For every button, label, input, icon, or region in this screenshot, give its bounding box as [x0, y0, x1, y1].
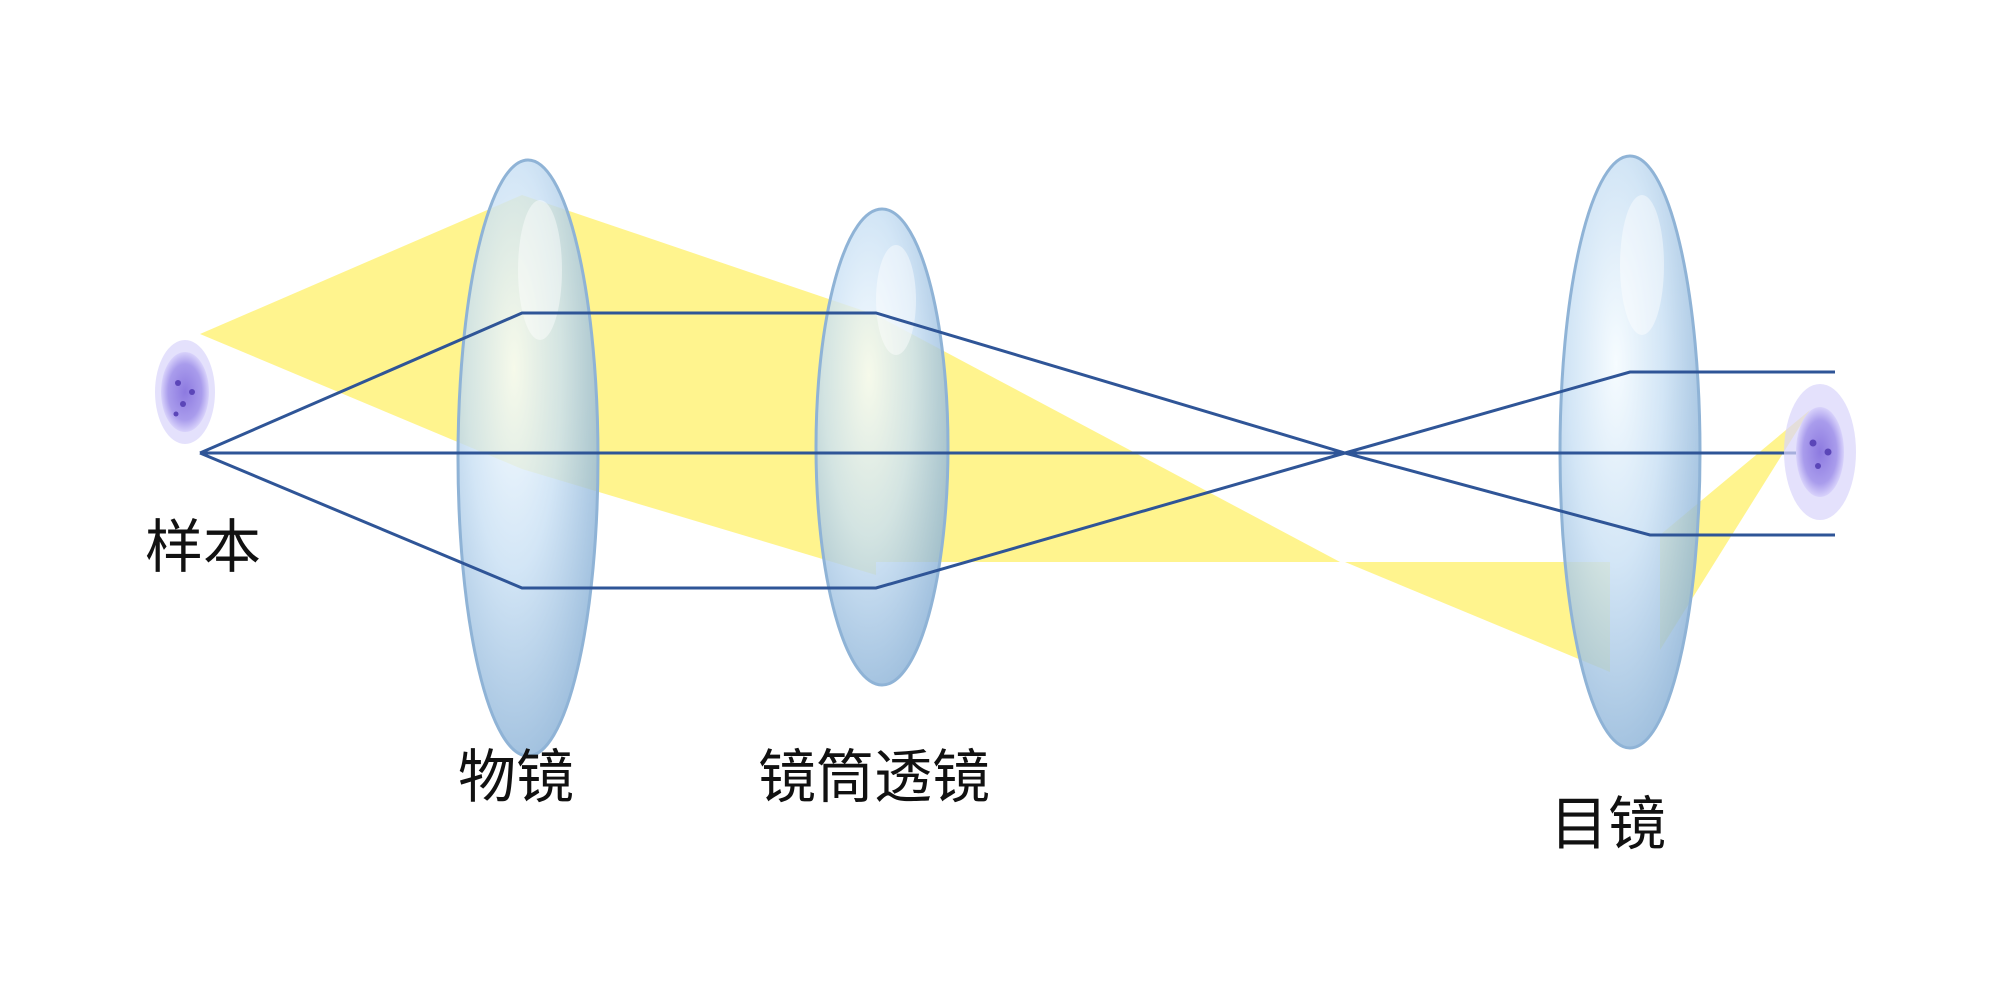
- eyepiece-label: 目镜: [1550, 790, 1667, 858]
- lens-tube-lens: [814, 207, 950, 687]
- ray-lines: [199, 311, 1835, 590]
- image-cell-icon: [1784, 384, 1856, 520]
- ray-lower: [199, 370, 1835, 590]
- tube-lens-label: 镜筒透镜: [758, 743, 991, 811]
- sample-cell-icon: [155, 340, 215, 444]
- light-beam-sample-to-objective: [200, 195, 522, 469]
- lens-objective: [456, 158, 600, 758]
- light-beam-group: [200, 195, 1810, 672]
- objective-lens-label: 物镜: [458, 743, 575, 811]
- light-beam-image-to-eyepiece: [1345, 562, 1610, 672]
- ray-upper: [199, 311, 1835, 537]
- light-beam-eyepiece-to-eye: [1660, 410, 1810, 650]
- light-beam-objective-to-tube-lens: [522, 195, 876, 575]
- sample-label: 样本: [145, 513, 262, 581]
- light-beam-tube-lens-to-image: [876, 315, 1340, 562]
